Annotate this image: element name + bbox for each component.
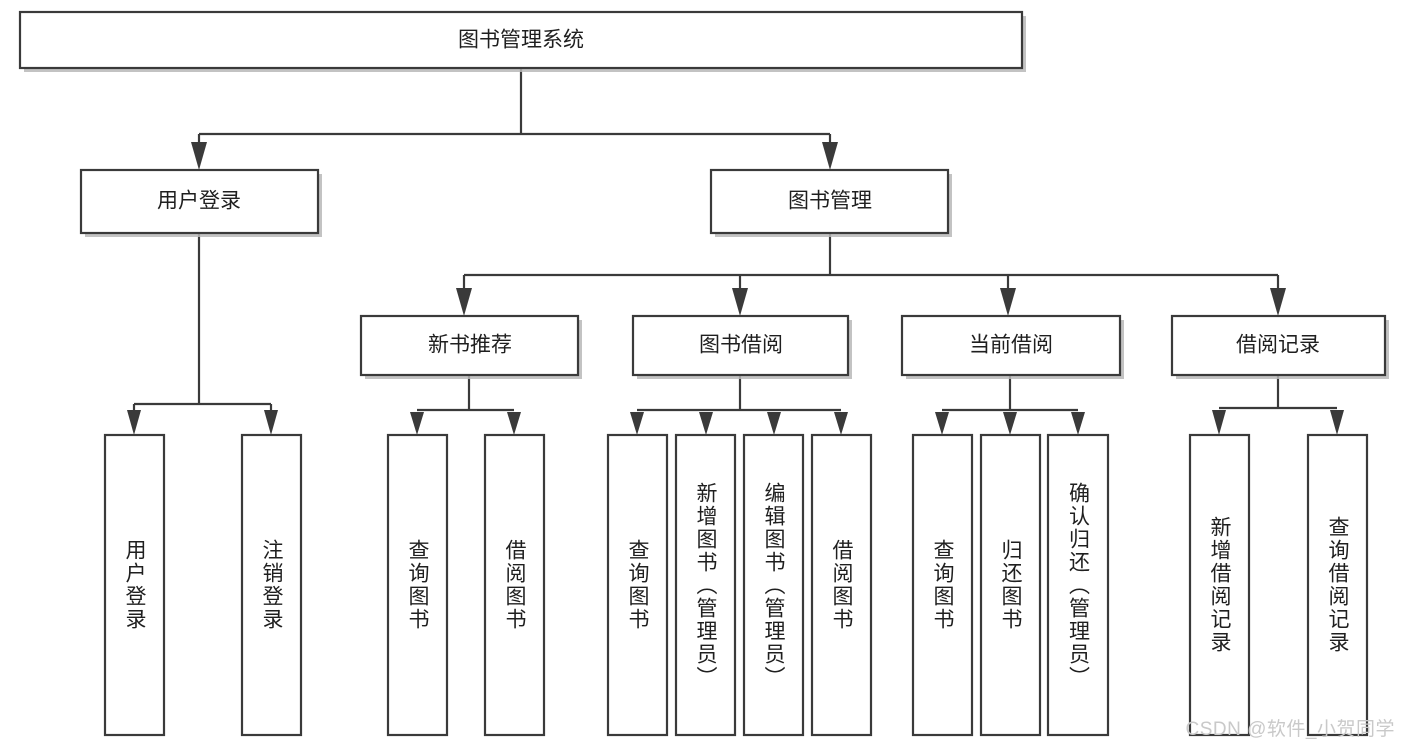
user-login-label: 用户登录 [157, 190, 241, 213]
arrowhead-borrow-record [1270, 288, 1286, 316]
borrow-record-label: 借阅记录 [1236, 334, 1320, 357]
node-borrow-record[interactable]: 借阅记录 [1170, 314, 1389, 379]
leaf-box-group [103, 433, 1369, 737]
new-book-recommend-box[interactable] [359, 314, 580, 377]
current-borrow-box[interactable] [900, 314, 1122, 377]
leaf-box-add-book[interactable] [674, 433, 737, 737]
leaf-box-borrow-book-2[interactable] [810, 433, 873, 737]
arrowhead-leaf-return-book [1003, 412, 1017, 435]
csdn-watermark: CSDN @软件_小贺同学 [1185, 719, 1395, 740]
arrowhead-leaf-add-record [1212, 410, 1226, 435]
root-box[interactable] [18, 10, 1024, 70]
leaf-box-add-record[interactable] [1188, 433, 1251, 737]
leaf-box-user-login[interactable] [103, 433, 166, 737]
new-book-recommend-label: 新书推荐 [428, 334, 512, 357]
current-borrow-label: 当前借阅 [969, 334, 1053, 357]
arrowhead-user-login [191, 142, 207, 170]
arrowhead-book-manage [822, 142, 838, 170]
leaf-box-query-book-2[interactable] [606, 433, 669, 737]
arrowhead-leaf-borrow-book-1 [507, 412, 521, 435]
arrowhead-leaf-confirm-return [1071, 412, 1085, 435]
node-current-borrow[interactable]: 当前借阅 [900, 314, 1124, 379]
leaf-box-query-record[interactable] [1306, 433, 1369, 737]
arrowhead-new-book-recommend [456, 288, 472, 316]
arrowhead-leaf-edit-book [767, 412, 781, 435]
arrowhead-leaf-user-login [127, 410, 141, 435]
root-label: 图书管理系统 [458, 29, 584, 52]
arrowhead-leaf-query-record [1330, 410, 1344, 435]
leaf-box-query-book-3[interactable] [911, 433, 974, 737]
connector-group [127, 68, 1344, 435]
book-borrow-box[interactable] [631, 314, 850, 377]
node-user-login[interactable]: 用户登录 [79, 168, 322, 237]
leaf-box-query-book-1[interactable] [386, 433, 449, 737]
user-login-box[interactable] [79, 168, 320, 235]
leaf-box-confirm-return[interactable] [1046, 433, 1110, 737]
leaf-box-edit-book[interactable] [742, 433, 805, 737]
arrowhead-book-borrow [732, 288, 748, 316]
arrowhead-leaf-query-book-2 [630, 412, 644, 435]
arrowhead-leaf-query-book-1 [410, 412, 424, 435]
book-manage-label: 图书管理 [788, 190, 872, 213]
book-manage-box[interactable] [709, 168, 950, 235]
leaf-box-return-book[interactable] [979, 433, 1042, 737]
arrowhead-current-borrow [1000, 288, 1016, 316]
leaf-box-user-logout[interactable] [240, 433, 303, 737]
node-book-manage[interactable]: 图书管理 [709, 168, 952, 237]
arrowhead-leaf-query-book-3 [935, 412, 949, 435]
arrowhead-leaf-add-book [699, 412, 713, 435]
node-new-book-recommend[interactable]: 新书推荐 [359, 314, 582, 379]
node-root[interactable]: 图书管理系统 [18, 10, 1026, 72]
borrow-record-box[interactable] [1170, 314, 1387, 377]
book-borrow-label: 图书借阅 [699, 334, 783, 357]
arrowhead-leaf-borrow-book-2 [834, 412, 848, 435]
arrowhead-leaf-user-logout [264, 410, 278, 435]
node-book-borrow[interactable]: 图书借阅 [631, 314, 852, 379]
leaf-box-borrow-book-1[interactable] [483, 433, 546, 737]
